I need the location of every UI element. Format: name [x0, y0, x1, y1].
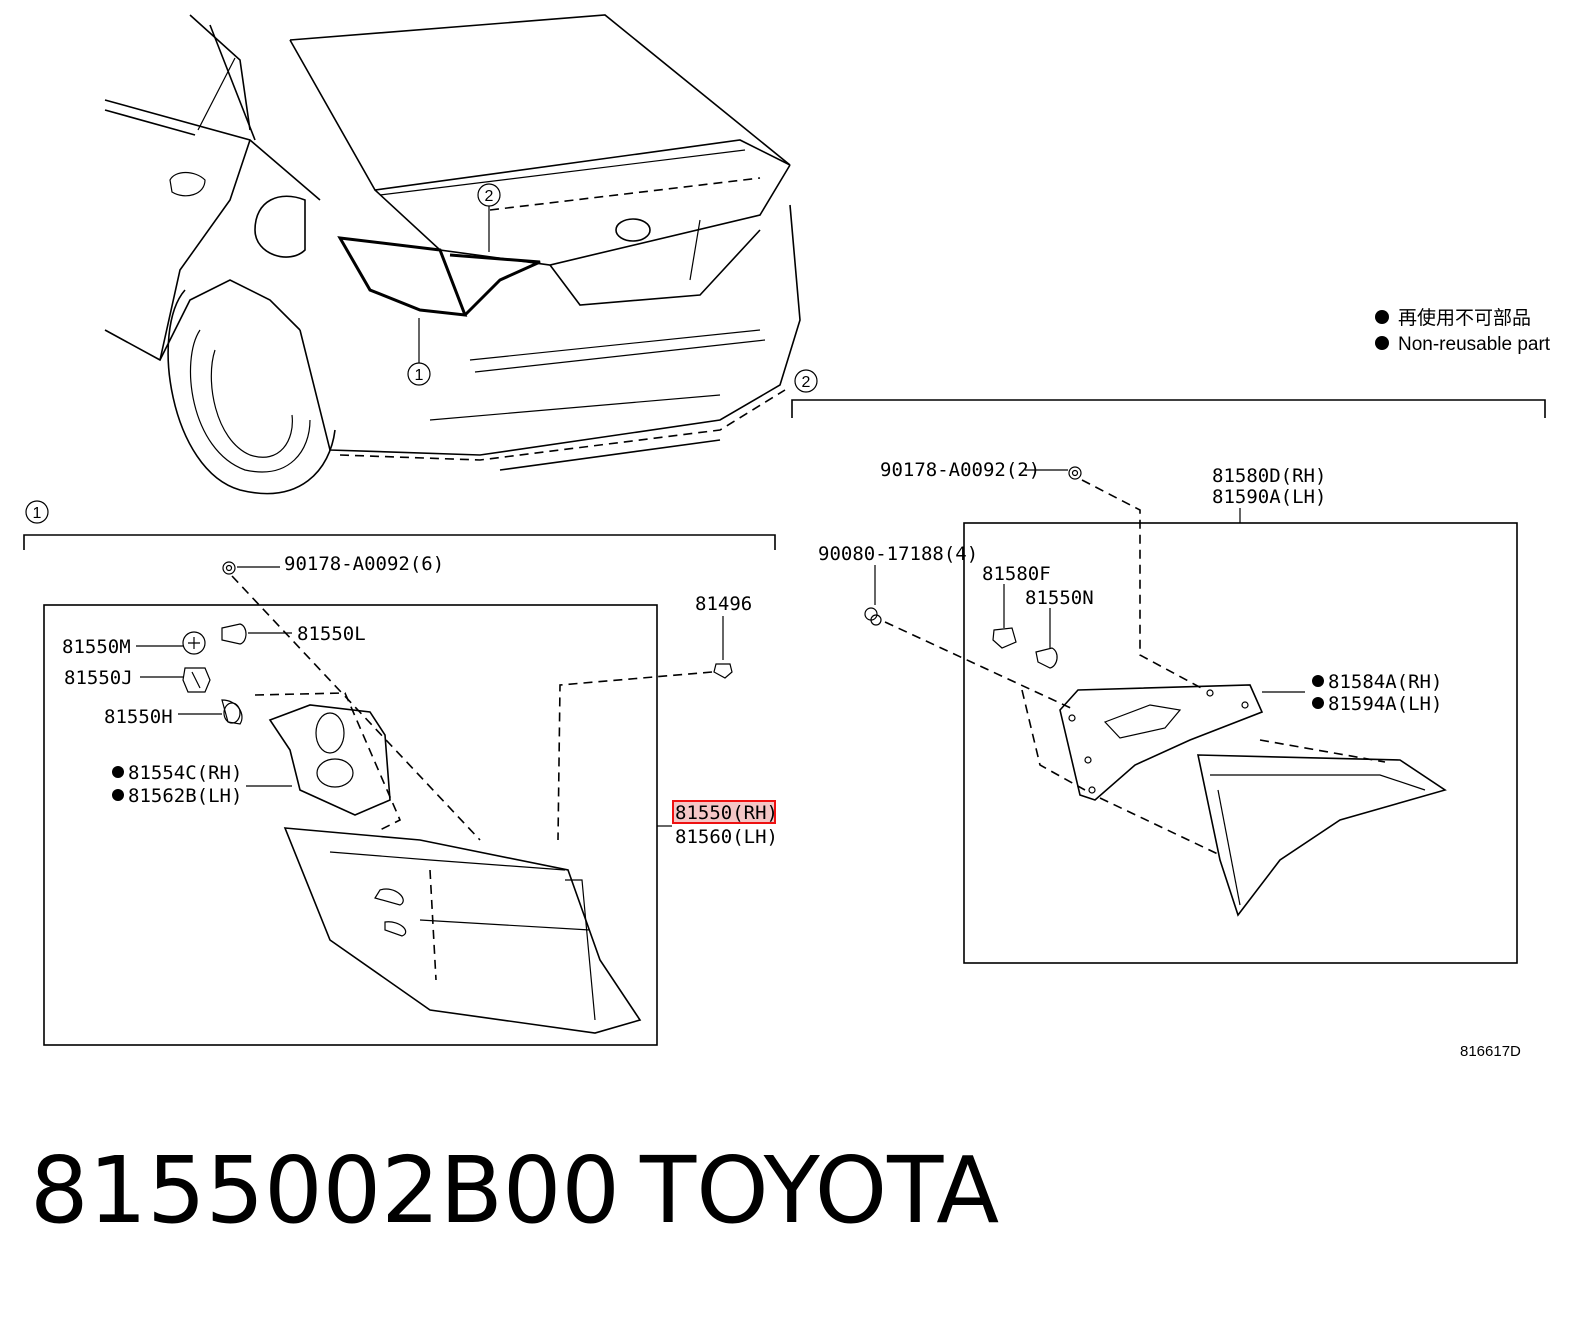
- svg-text:1: 1: [33, 505, 42, 522]
- label-81550-rh: 81550(RH): [675, 802, 778, 824]
- gasket-81554c-icon: [254, 692, 402, 831]
- label-81550h: 81550H: [104, 706, 173, 728]
- label-81550l: 81550L: [297, 623, 366, 645]
- legend-text-en: Non-reusable part: [1398, 334, 1551, 355]
- part-number-title: 8155002B00: [30, 1137, 620, 1244]
- group-1-box: [43, 604, 658, 1046]
- outer-tail-lamp-icon: [283, 827, 642, 1034]
- nut-icon: [864, 607, 882, 626]
- socket-81580f-icon: [992, 627, 1017, 649]
- car-rear-illustration: [104, 14, 801, 495]
- bullet-icon: [1375, 310, 1389, 324]
- legend: 再使用不可部品 Non-reusable part: [1375, 307, 1551, 355]
- group-2-bracket: [791, 399, 1546, 418]
- bulb-81550h-icon: [221, 699, 243, 725]
- svg-text:2: 2: [485, 188, 494, 205]
- bullet-icon: [1375, 336, 1389, 350]
- gasket-81584a-icon: [1059, 684, 1264, 801]
- label-90178-2: 90178-A0092(2): [880, 459, 1040, 481]
- label-81560-lh: 81560(LH): [675, 826, 778, 848]
- svg-text:1: 1: [415, 367, 424, 384]
- legend-text-cn: 再使用不可部品: [1398, 307, 1531, 329]
- label-81590a-lh: 81590A(LH): [1212, 486, 1326, 508]
- socket-81550j-icon: [182, 667, 211, 693]
- label-81496: 81496: [695, 593, 752, 615]
- label-90178-6: 90178-A0092(6): [284, 553, 444, 575]
- label-81550m: 81550M: [62, 636, 131, 658]
- bullet-icon: [1312, 697, 1324, 709]
- label-90080-4: 90080-17188(4): [818, 543, 978, 565]
- screw-icon: [713, 663, 733, 679]
- bulb-81550l-icon: [221, 623, 247, 645]
- label-81580f: 81580F: [982, 563, 1051, 585]
- bulb-81550n-icon: [1035, 647, 1058, 669]
- brand-title: TOYOTA: [639, 1137, 999, 1244]
- diagram-ref-number: 816617D: [1460, 1043, 1521, 1060]
- group-2: 2 90178-A0092(2) 81580D(RH) 81590A(LH) 9…: [791, 369, 1546, 964]
- bullet-icon: [1312, 675, 1324, 687]
- callout-2-car: 2: [477, 183, 501, 252]
- highlight-81550-rh: [672, 800, 776, 824]
- socket-81550m-icon: [182, 631, 206, 655]
- label-81580d-rh: 81580D(RH): [1212, 465, 1326, 487]
- label-81550j: 81550J: [64, 667, 133, 689]
- label-81550n: 81550N: [1025, 587, 1094, 609]
- label-81584a: 81584A(RH): [1328, 671, 1442, 693]
- group-1-bracket: [23, 534, 776, 550]
- callout-1-car: 1: [407, 318, 431, 386]
- bullet-icon: [112, 766, 124, 778]
- label-81594a: 81594A(LH): [1328, 693, 1442, 715]
- group-2-box: [963, 522, 1518, 964]
- clip-icon: [1068, 466, 1082, 480]
- inner-tail-lamp-icon: [1099, 739, 1447, 917]
- clip-icon: [222, 561, 236, 575]
- group-1: 1 90178-A0092(6) 81496 81550M 81550L: [23, 500, 778, 1046]
- label-81554c: 81554C(RH): [128, 762, 242, 784]
- bullet-icon: [112, 789, 124, 801]
- label-81562b: 81562B(LH): [128, 785, 242, 807]
- svg-text:2: 2: [802, 374, 811, 391]
